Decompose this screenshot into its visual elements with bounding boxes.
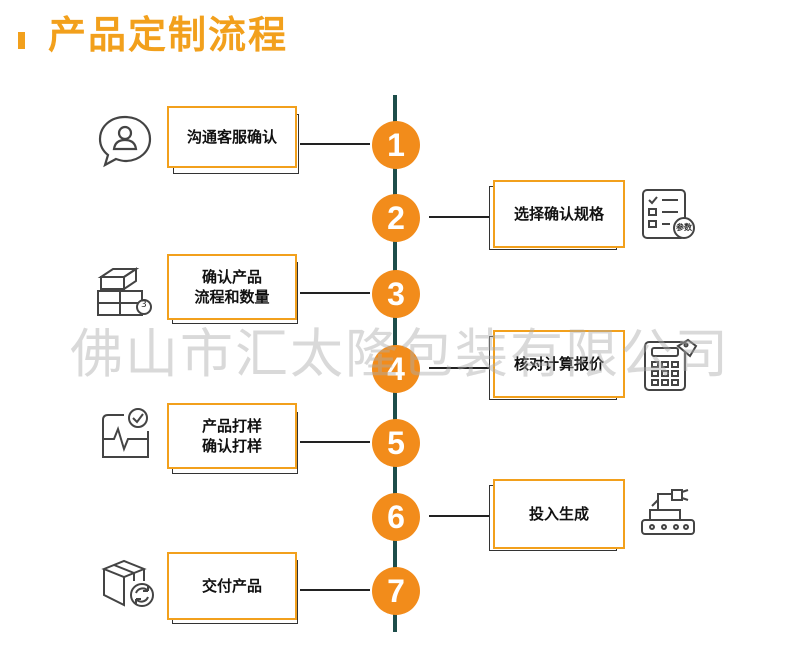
stacked-boxes-icon: 3: [96, 265, 156, 319]
step-2-label: 选择确认规格: [513, 205, 604, 223]
step-7-circle: 7: [372, 567, 420, 615]
machine-icon: [638, 486, 698, 540]
step-4-label: 核对计算报价: [513, 355, 604, 373]
step-5-circle: 5: [372, 419, 420, 467]
step-1-label: 沟通客服确认: [186, 128, 277, 146]
step-5-box: 产品打样 确认打样: [167, 403, 297, 469]
calculator-icon: [642, 336, 698, 394]
connector-7: [300, 589, 370, 591]
step-2-box: 选择确认规格: [493, 180, 625, 248]
step-6-circle: 6: [372, 493, 420, 541]
connector-5: [300, 441, 370, 443]
step-3-label: 确认产品 流程和数量: [194, 268, 270, 306]
step-2-number: 2: [387, 200, 405, 236]
step-1-circle: 1: [372, 121, 420, 169]
page-title: 产品定制流程: [48, 13, 289, 57]
chat-user-icon: [96, 113, 154, 169]
connector-2: [429, 216, 491, 218]
connector-1: [300, 143, 370, 145]
step-6-box: 投入生成: [493, 479, 625, 549]
step-7-label: 交付产品: [201, 577, 262, 595]
step-3-number: 3: [387, 276, 405, 312]
checklist-icon: 参数: [640, 186, 696, 242]
step-5-number: 5: [387, 425, 405, 461]
watermark: 佛山市汇太隆包装有限公司: [70, 324, 730, 385]
step-4-circle: 4: [372, 345, 420, 393]
step-3-circle: 3: [372, 270, 420, 318]
step-4-box: 核对计算报价: [493, 330, 625, 398]
step-4-number: 4: [387, 351, 405, 387]
step-7-box: 交付产品: [167, 552, 297, 620]
step-1-number: 1: [387, 127, 405, 163]
delivery-box-icon: [98, 555, 158, 611]
step-6-number: 6: [387, 499, 405, 535]
connector-6: [429, 515, 491, 517]
checklist-icon-text: 参数: [676, 223, 692, 232]
title-accent-bar: [18, 32, 25, 49]
step-5-label: 产品打样 确认打样: [201, 417, 262, 455]
sample-check-icon: [98, 405, 156, 463]
connector-4: [429, 367, 491, 369]
step-3-box: 确认产品 流程和数量: [167, 254, 297, 320]
step-6-label: 投入生成: [528, 505, 589, 523]
step-1-box: 沟通客服确认: [167, 106, 297, 168]
stacked-boxes-icon-text: 3: [141, 300, 147, 310]
connector-3: [300, 292, 370, 294]
step-2-circle: 2: [372, 194, 420, 242]
step-7-number: 7: [387, 573, 405, 609]
